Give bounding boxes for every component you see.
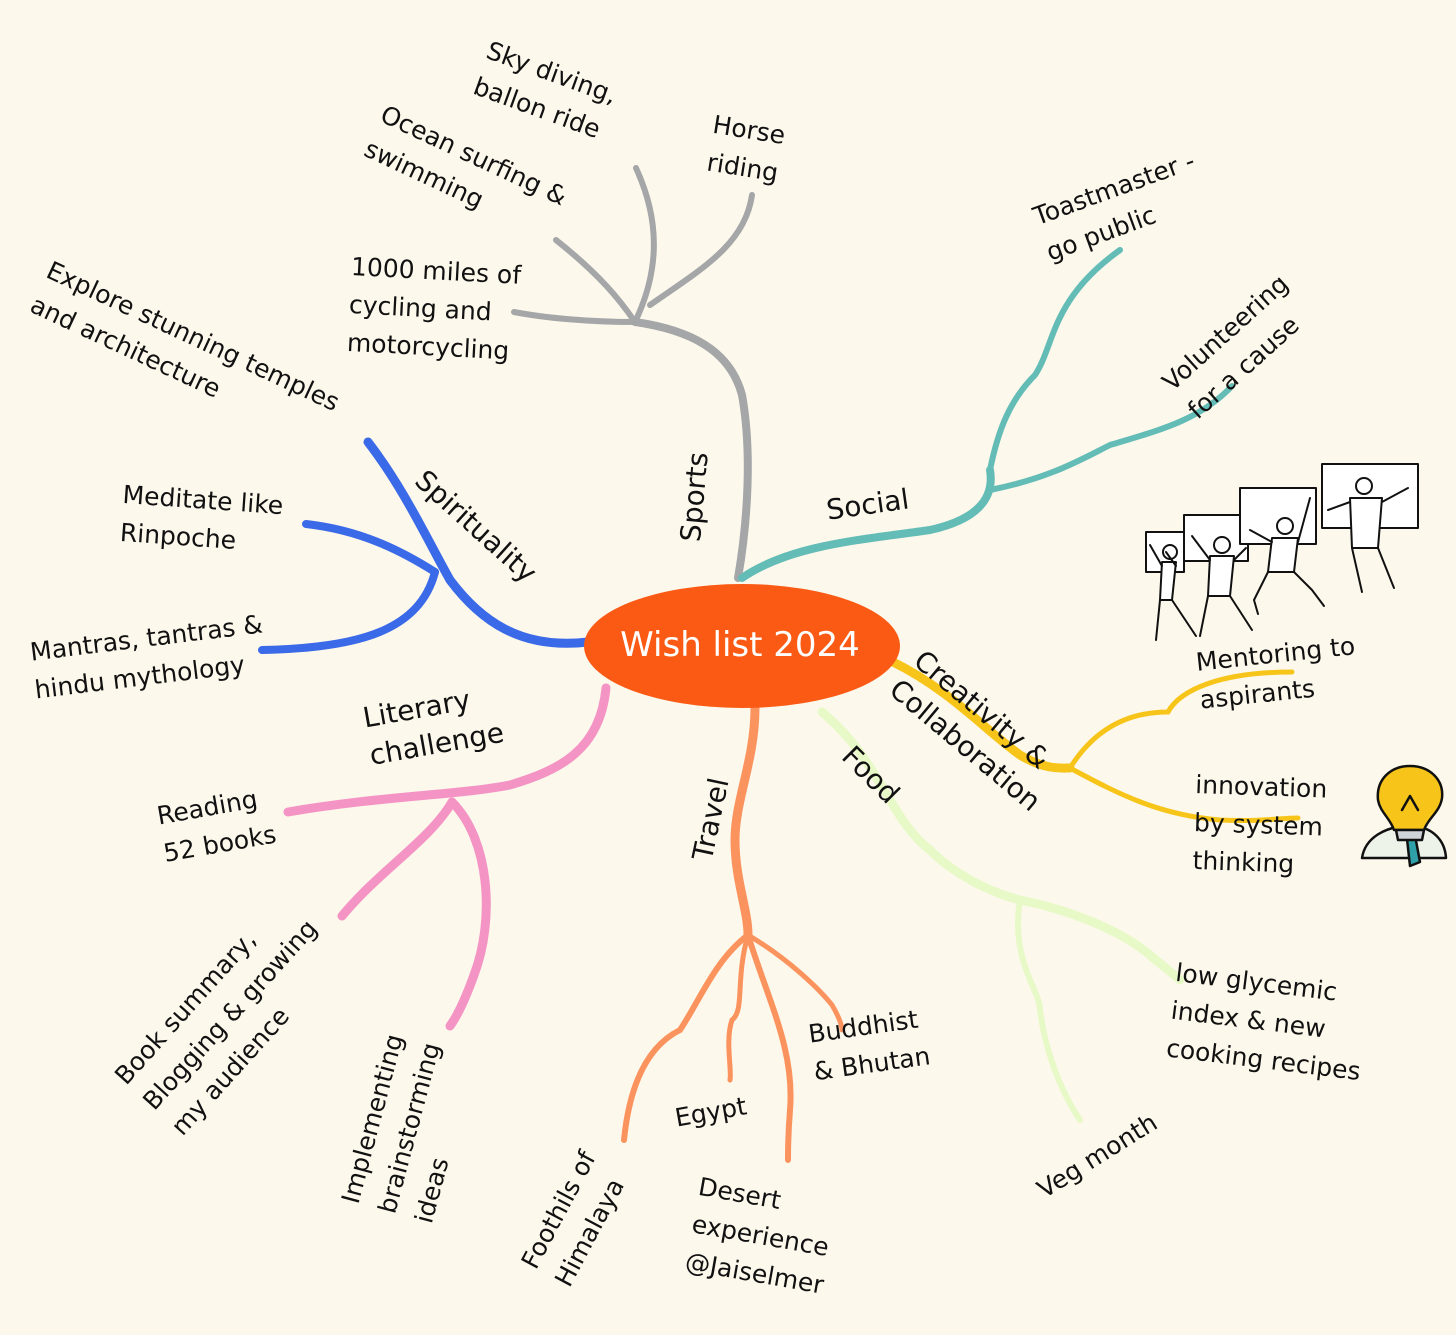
- center-node-title: Wish list 2024: [620, 625, 860, 665]
- spirituality-sub-branch-mantras: [262, 572, 435, 650]
- branch-label-sports: Sports: [672, 451, 718, 544]
- literary-sub-branch-brainstorming: [450, 802, 486, 1026]
- sports-item-cycling: 1000 miles of cycling and motorcycling: [346, 248, 522, 371]
- travel-main-branch: [735, 708, 755, 935]
- sports-sub-branch-horse: [650, 195, 752, 305]
- spirituality-sub-branch-meditate: [306, 524, 435, 572]
- sports-sub-branch-surfing: [556, 240, 635, 322]
- literary-sub-branch-summary: [342, 802, 452, 916]
- center-node: Wish list 2024: [584, 584, 900, 708]
- branch-social: [742, 250, 1232, 578]
- food-item-low-glycemic: low glycemic index & new cooking recipes: [1164, 954, 1372, 1091]
- creativity-item-innovation: innovation by system thinking: [1192, 766, 1328, 885]
- travel-item-desert: Desert experience @Jaiselmer: [682, 1168, 840, 1305]
- people-holding-frames-icon: [1146, 464, 1418, 640]
- spirituality-item-meditate: Meditate like Rinpoche: [119, 476, 285, 563]
- sports-sub-branch-skydiving: [635, 168, 654, 322]
- food-sub-branch-veg: [1018, 900, 1080, 1120]
- travel-sub-branch-desert: [748, 935, 791, 1160]
- social-sub-branch-toastmaster: [990, 250, 1120, 470]
- travel-sub-branch-egypt: [729, 935, 748, 1080]
- travel-item-bhutan: Buddhist & Bhutan: [806, 1000, 933, 1092]
- sports-item-horse-riding: Horse riding: [704, 106, 788, 192]
- sports-sub-branch-cycling: [514, 312, 635, 322]
- lightbulb-person-icon: [1362, 766, 1446, 866]
